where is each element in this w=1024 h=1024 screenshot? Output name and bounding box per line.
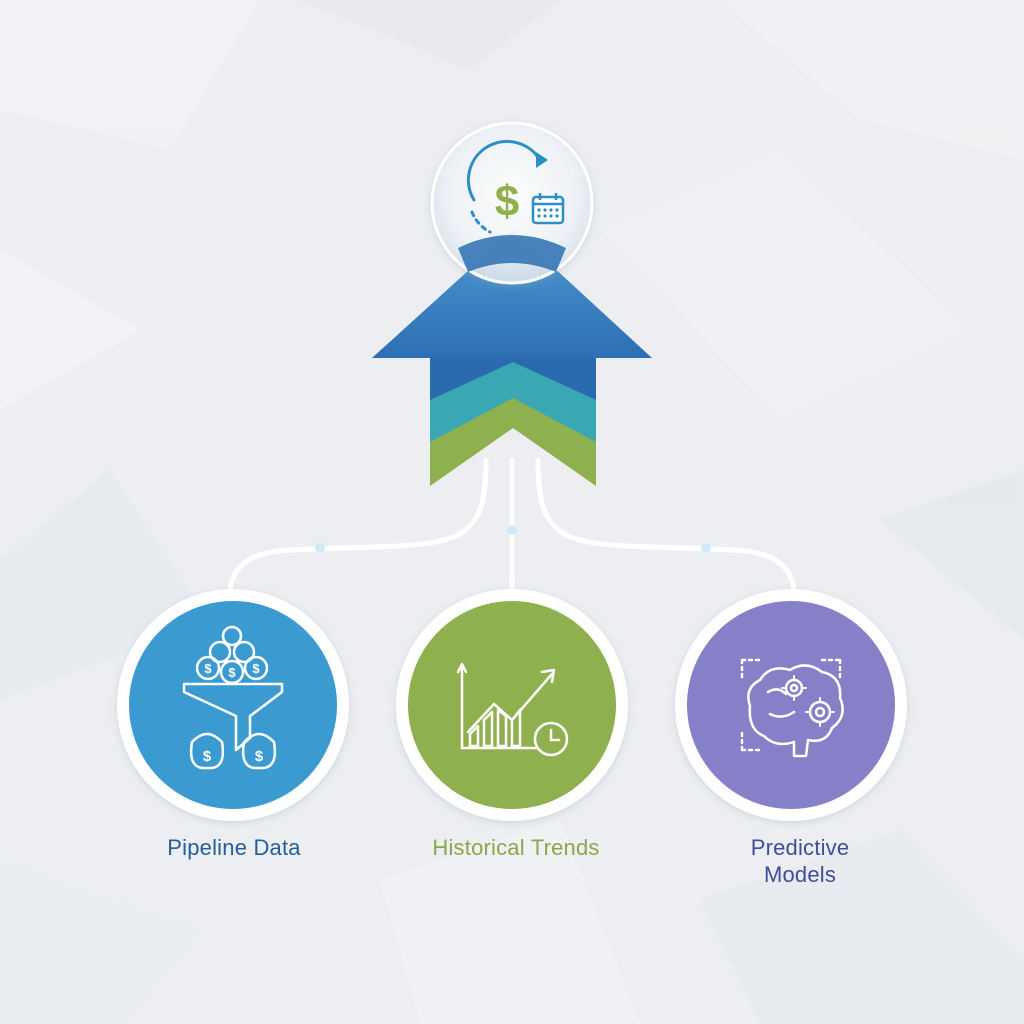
source-predictive: [675, 589, 907, 821]
svg-text:$: $: [228, 665, 236, 680]
brain-gears-icon: [740, 658, 844, 758]
label-predictive-models: Predictive Models: [672, 834, 928, 888]
connector-left: [227, 457, 489, 603]
label-predictive-line2: Models: [763, 862, 837, 887]
label-historical-trends: Historical Trends: [432, 835, 600, 860]
connector-right: [535, 457, 797, 603]
chart-clock-icon: [456, 662, 569, 757]
label-pipeline-data: Pipeline Data: [167, 835, 301, 860]
svg-text:$: $: [255, 748, 264, 765]
source-historical: [396, 589, 628, 821]
svg-text:$: $: [204, 661, 212, 676]
svg-text:$: $: [203, 748, 212, 765]
upward-arrow: [372, 230, 652, 486]
source-pipeline: $ $ $ $ $: [117, 589, 349, 821]
top-node: $: [430, 121, 594, 285]
svg-text:$: $: [495, 177, 519, 226]
dollar-cycle-calendar-icon: $: [466, 139, 565, 234]
svg-text:$: $: [252, 661, 260, 676]
label-predictive-line1: Predictive: [750, 835, 850, 860]
connector-glows: [315, 525, 711, 553]
funnel-money-bags-icon: [182, 625, 284, 770]
